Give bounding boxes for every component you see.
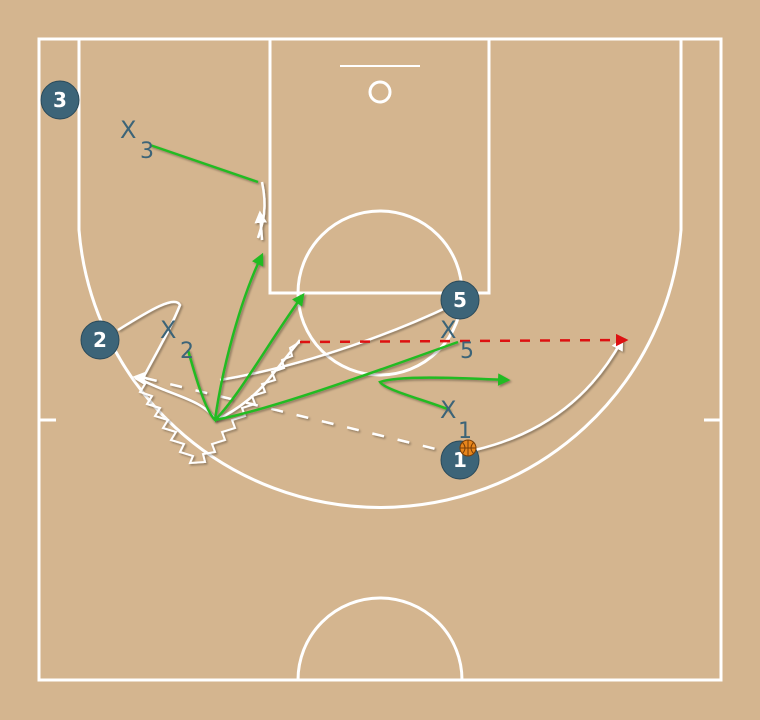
player-3[interactable]: 3	[40, 80, 80, 120]
player-circle	[80, 320, 120, 360]
center-circle	[296, 596, 464, 681]
def-path-2-b	[214, 292, 305, 421]
screen-zigzag	[134, 341, 301, 465]
defender-x3: X 3	[120, 116, 154, 164]
defender-number: 2	[180, 339, 194, 364]
player-2[interactable]: 2	[80, 320, 120, 360]
cut-path-5	[219, 303, 453, 382]
player-circle	[440, 280, 480, 320]
def-path-5	[214, 340, 459, 422]
paint-lane	[268, 37, 491, 295]
player-circle	[40, 80, 80, 120]
player-number: 3	[53, 88, 67, 112]
defender-x1: X 1	[440, 396, 472, 444]
cut-path-3-arrow	[254, 210, 267, 241]
arrow-head-left	[132, 371, 147, 385]
player-number: 2	[93, 328, 107, 352]
defense-paths	[149, 143, 511, 423]
three-point-line	[77, 39, 683, 509]
dribble-path-1	[474, 337, 624, 452]
defender-x-label: X	[440, 396, 456, 424]
def-path-3	[149, 143, 259, 184]
defender-x-label: X	[160, 316, 176, 344]
defender-number: 3	[140, 139, 154, 164]
player-5[interactable]: 5	[440, 280, 480, 320]
offense-paths	[117, 181, 624, 465]
player-number: 5	[453, 288, 467, 312]
def-path-1	[378, 373, 511, 412]
basketball-icon	[459, 439, 477, 457]
court-lines	[37, 37, 723, 682]
defender-number: 1	[458, 419, 472, 444]
rim	[368, 80, 392, 104]
def-path-2-a	[186, 252, 264, 423]
pass-arrow	[299, 333, 629, 347]
defender-x5: X 5	[440, 316, 474, 364]
defender-number: 5	[460, 339, 474, 364]
defender-x-label: X	[440, 316, 456, 344]
defender-x-label: X	[120, 116, 136, 144]
defender-x2: X 2	[160, 316, 194, 364]
